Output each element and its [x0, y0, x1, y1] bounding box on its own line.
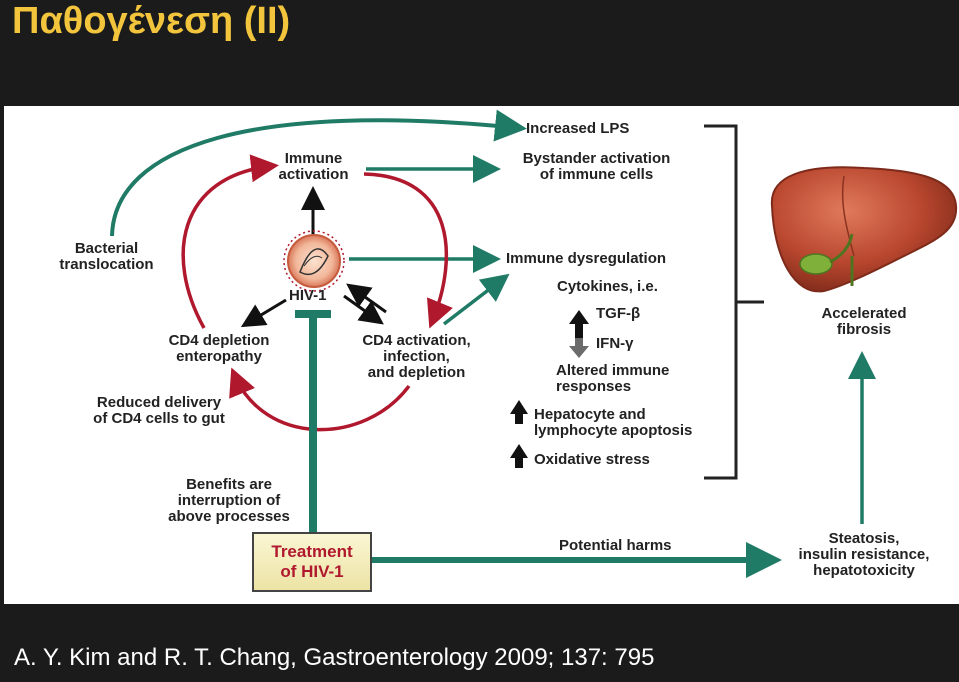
label-bystander-activation: Bystander activation of immune cells	[522, 150, 671, 183]
citation: A. Y. Kim and R. T. Chang, Gastroenterol…	[14, 644, 655, 671]
up-arrow-icon	[510, 444, 528, 468]
down-arrow-icon	[569, 338, 589, 358]
label-accelerated-fibrosis: Accelerated fibrosis	[821, 305, 907, 338]
label-ifn-gamma: IFN-γ	[596, 335, 634, 352]
label-benefits: Benefits are interruption of above proce…	[168, 476, 290, 525]
label-cd4-activation: CD4 activation, infection, and depletion	[362, 332, 471, 381]
diagram-arrows	[110, 109, 958, 578]
arrow-cd4-to-depletion	[229, 367, 411, 432]
label-altered-immune: Altered immune responses	[556, 362, 670, 395]
label-tgf-beta: TGF-β	[596, 305, 641, 322]
up-arrow-icon	[569, 310, 589, 338]
label-steatosis: Steatosis, insulin resistance, hepatotox…	[798, 530, 930, 579]
label-treatment: Treatment of HIV-1	[271, 542, 353, 581]
label-bacterial-translocation: Bacterial translocation	[59, 240, 154, 273]
up-arrow-icon	[510, 400, 528, 424]
label-immune-dysregulation: Immune dysregulation	[506, 250, 667, 267]
pathogenesis-diagram: Increased LPS Immune activation Bystande…	[4, 106, 959, 604]
label-reduced-delivery: Reduced delivery of CD4 cells to gut	[93, 394, 225, 427]
label-cd4-depletion: CD4 depletion enteropathy	[168, 332, 270, 365]
liver-icon	[770, 166, 958, 293]
label-increased-lps: Increased LPS	[526, 120, 630, 137]
label-immune-activation: Immune activation	[278, 150, 349, 183]
label-cytokines: Cytokines, i.e.	[557, 278, 658, 295]
label-hiv1: HIV-1	[289, 287, 327, 304]
arrow-depletion-to-activation	[181, 154, 279, 329]
arrow-hiv-to-cd4	[343, 294, 384, 325]
label-hepatocyte-apoptosis: Hepatocyte and lymphocyte apoptosis	[534, 406, 693, 439]
label-potential-harms: Potential harms	[559, 537, 672, 554]
arrow-activation-to-cd4	[363, 172, 453, 329]
label-oxidative-stress: Oxidative stress	[534, 451, 650, 468]
treatment-box	[252, 532, 372, 592]
arrow-cd4-to-dysregulation	[442, 273, 510, 326]
arrow-hiv-to-depletion	[240, 298, 287, 328]
arrow-translocation-to-lps	[110, 109, 527, 237]
hiv-virus-icon	[283, 230, 345, 292]
arrow-cd4-to-hiv	[346, 283, 387, 314]
slide-title: Παθογένεση (ΙΙ)	[12, 0, 291, 42]
bracket	[704, 124, 738, 480]
